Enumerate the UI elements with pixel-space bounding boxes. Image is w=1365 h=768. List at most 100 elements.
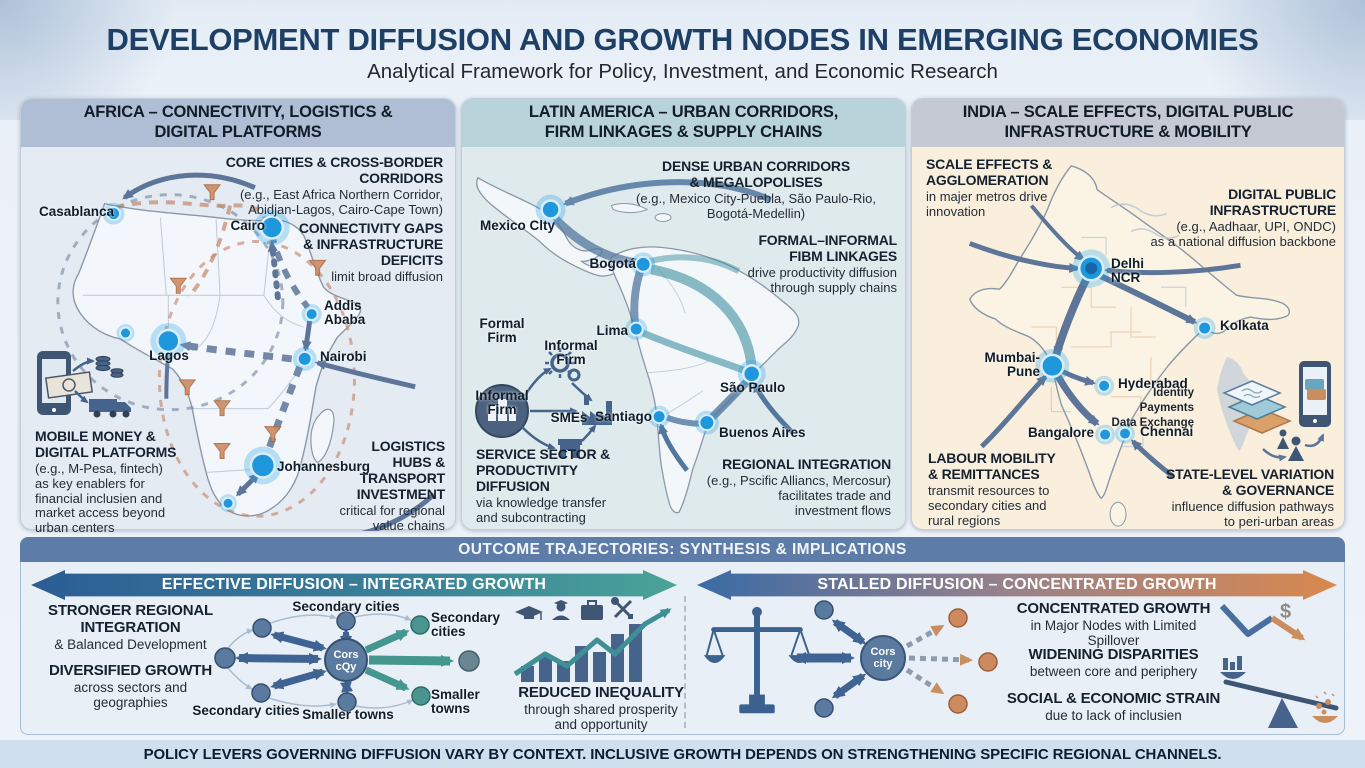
orange-node	[978, 652, 998, 672]
stalled-core-label: Cors city	[870, 646, 896, 671]
africa-borders	[82, 217, 304, 473]
net-label-top: Secondary cities	[292, 599, 400, 614]
city-label-santiago: Santiago	[594, 409, 652, 424]
stack-label-identity: Identity	[1153, 387, 1194, 399]
arrow-up-lagos	[162, 349, 173, 399]
secondary-node	[336, 611, 356, 631]
india-map	[968, 165, 1290, 527]
node-lima	[625, 318, 648, 340]
outer-node	[458, 650, 480, 672]
storefront-icon	[558, 439, 582, 458]
blue-node	[814, 600, 834, 620]
node-kolkata	[1193, 317, 1216, 339]
panel-latam: LATIN AMERICA – URBAN CORRIDORS, FIRM LI…	[461, 98, 906, 530]
annotation-mobile-money: MOBILE MONEY & DIGITAL PLATFORMS (e.g., …	[35, 428, 177, 536]
panel-india: INDIA – SCALE EFFECTS, DIGITAL PUBLIC IN…	[911, 98, 1345, 530]
stack-label-data-exchange: Data Exchange	[1111, 417, 1194, 429]
city-label-bangalore: Bangalore	[1027, 425, 1094, 440]
city-label-buenos-aires: Buenos Aires	[719, 425, 806, 440]
city-label-hyderabad: Hyderabad	[1118, 376, 1188, 391]
annotation-digital-public: DIGITAL PUBLIC INFRASTRUCTURE (e.g., Aad…	[1150, 186, 1336, 249]
latam-map	[476, 176, 800, 514]
arrow-into-santiago	[658, 422, 689, 472]
arrow-into-chennai-se	[1130, 439, 1175, 479]
city-label-casablanca: Casablanca	[39, 204, 115, 219]
block-widening-disparities: WIDENING DISPARITIES between core and pe…	[1028, 646, 1199, 680]
flow-saopaulo-to-ba	[709, 378, 751, 421]
india-outline	[968, 165, 1290, 500]
effective-core-label: Cors cQy	[333, 649, 359, 674]
flow-north-coast	[648, 254, 741, 274]
node-abidjan	[116, 324, 135, 342]
block-social-strain: SOCIAL & ECONOMIC STRAIN due to lack of …	[1006, 690, 1221, 724]
node-lagos	[150, 323, 187, 359]
africa-map	[56, 172, 436, 531]
madagascar-outline	[310, 408, 335, 464]
graduate-icon	[552, 600, 570, 620]
stack-label-payments: Payments	[1139, 402, 1194, 414]
block-reduced-inequality: REDUCED INEQUALITY through shared prospe…	[518, 684, 684, 733]
secondary-node	[251, 683, 271, 703]
net-label-bottom-left: Secondary cities	[192, 703, 300, 718]
panel-india-header: INDIA – SCALE EFFECTS, DIGITAL PUBLIC IN…	[912, 99, 1344, 147]
balance-scales-icon	[703, 606, 811, 714]
effective-diffusion-ribbon: EFFECTIVE DIFFUSION – INTEGRATED GROWTH	[31, 570, 677, 600]
annotation-labour-mobility: LABOUR MOBILITY & REMITTANCES transmit r…	[928, 450, 1056, 528]
arrow-into-delhi-east	[1104, 262, 1241, 277]
node-addis	[301, 304, 322, 325]
node-sao-paulo	[737, 359, 766, 388]
node-casablanca	[102, 202, 125, 225]
arrow-into-delhi-west	[968, 241, 1081, 273]
city-label-sao-paulo: São Paulo	[720, 380, 786, 395]
flow-bogota-to-lima	[630, 270, 644, 326]
section-divider	[684, 596, 686, 728]
block-stronger-integration: STRONGER REGIONAL INTEGRATION & Balanced…	[48, 602, 213, 653]
annotation-logistics: LOGISTICS HUBS & TRANSPORT INVESTMENT cr…	[339, 438, 446, 533]
outcomes-banner: OUTCOME TRAJECTORIES: SYNTHESIS & IMPLIC…	[20, 537, 1345, 562]
stalled-core-node	[860, 635, 906, 681]
page-subtitle: Analytical Framework for Policy, Investm…	[367, 60, 998, 83]
mexico-outline	[476, 176, 621, 277]
node-capetown	[219, 494, 238, 513]
arrow-mumbai-bangalore	[1054, 373, 1100, 427]
arrow-joburg-cape	[235, 472, 261, 497]
node-hyderabad	[1094, 375, 1115, 396]
migrants-icon	[1277, 429, 1304, 461]
city-label-bogota: Bogotá	[589, 256, 637, 271]
corridor-orange-north	[115, 200, 267, 299]
net-label-bottom: Smaller towns	[302, 707, 394, 722]
cuba-outline	[610, 203, 649, 214]
circuit-pattern-orange	[1031, 286, 1171, 417]
arrow-into-nairobi	[314, 360, 416, 390]
graduation-cap-icon	[515, 606, 543, 620]
arrow-delhi-kolkata	[1097, 272, 1198, 325]
block-diversified-growth: DIVERSIFIED GROWTH across sectors and ge…	[48, 662, 213, 711]
block-concentrated-growth: CONCENTRATED GROWTH in Major Nodes with …	[1016, 600, 1211, 649]
node-bogota	[631, 252, 656, 277]
annotation-dense-urban: DENSE URBAN CORRIDORS & MEGALOPOLISES (e…	[636, 158, 876, 221]
annotation-connectivity-gaps: CONNECTIVITY GAPS & INFRASTRUCTURE DEFIC…	[298, 220, 443, 284]
west-diffusion-ring	[56, 193, 285, 412]
firm-linkage-diagram	[475, 348, 612, 458]
south-america-outline	[610, 246, 800, 514]
secondary-node-teal	[410, 615, 430, 635]
city-label-cairo: Cairo	[230, 218, 265, 233]
annotation-service-sector: SERVICE SECTOR & PRODUCTIVITY DIFFUSION …	[476, 446, 610, 525]
arrow-into-delhi-nw	[1029, 204, 1086, 262]
city-label-delhi: Delhi NCR	[1111, 256, 1145, 286]
arrow-into-mumbai-sw	[979, 374, 1048, 449]
arrow-into-cairo	[267, 240, 281, 301]
flow-ba-to-santiago	[666, 414, 701, 427]
sri-lanka-outline	[1109, 501, 1127, 527]
label-informal-firm-hub: Informal Firm	[475, 388, 529, 418]
banknote-icon	[44, 371, 94, 399]
secondary-node	[252, 618, 272, 638]
node-mexico-city	[535, 194, 566, 225]
panel-africa-header: AFRICA – CONNECTIVITY, LOGISTICS & DIGIT…	[21, 99, 455, 147]
city-label-johannesburg: Johannesburg	[277, 459, 371, 474]
arrow-into-joburg	[361, 492, 436, 531]
panel-africa: AFRICA – CONNECTIVITY, LOGISTICS & DIGIT…	[20, 98, 456, 535]
footer-banner: POLICY LEVERS GOVERNING DIFFUSION VARY B…	[0, 740, 1365, 768]
outcomes-body: EFFECTIVE DIFFUSION – INTEGRATED GROWTH …	[20, 562, 1345, 735]
annotation-scale-effects: SCALE EFFECTS & AGGLOMERATION in majer m…	[926, 156, 1053, 219]
